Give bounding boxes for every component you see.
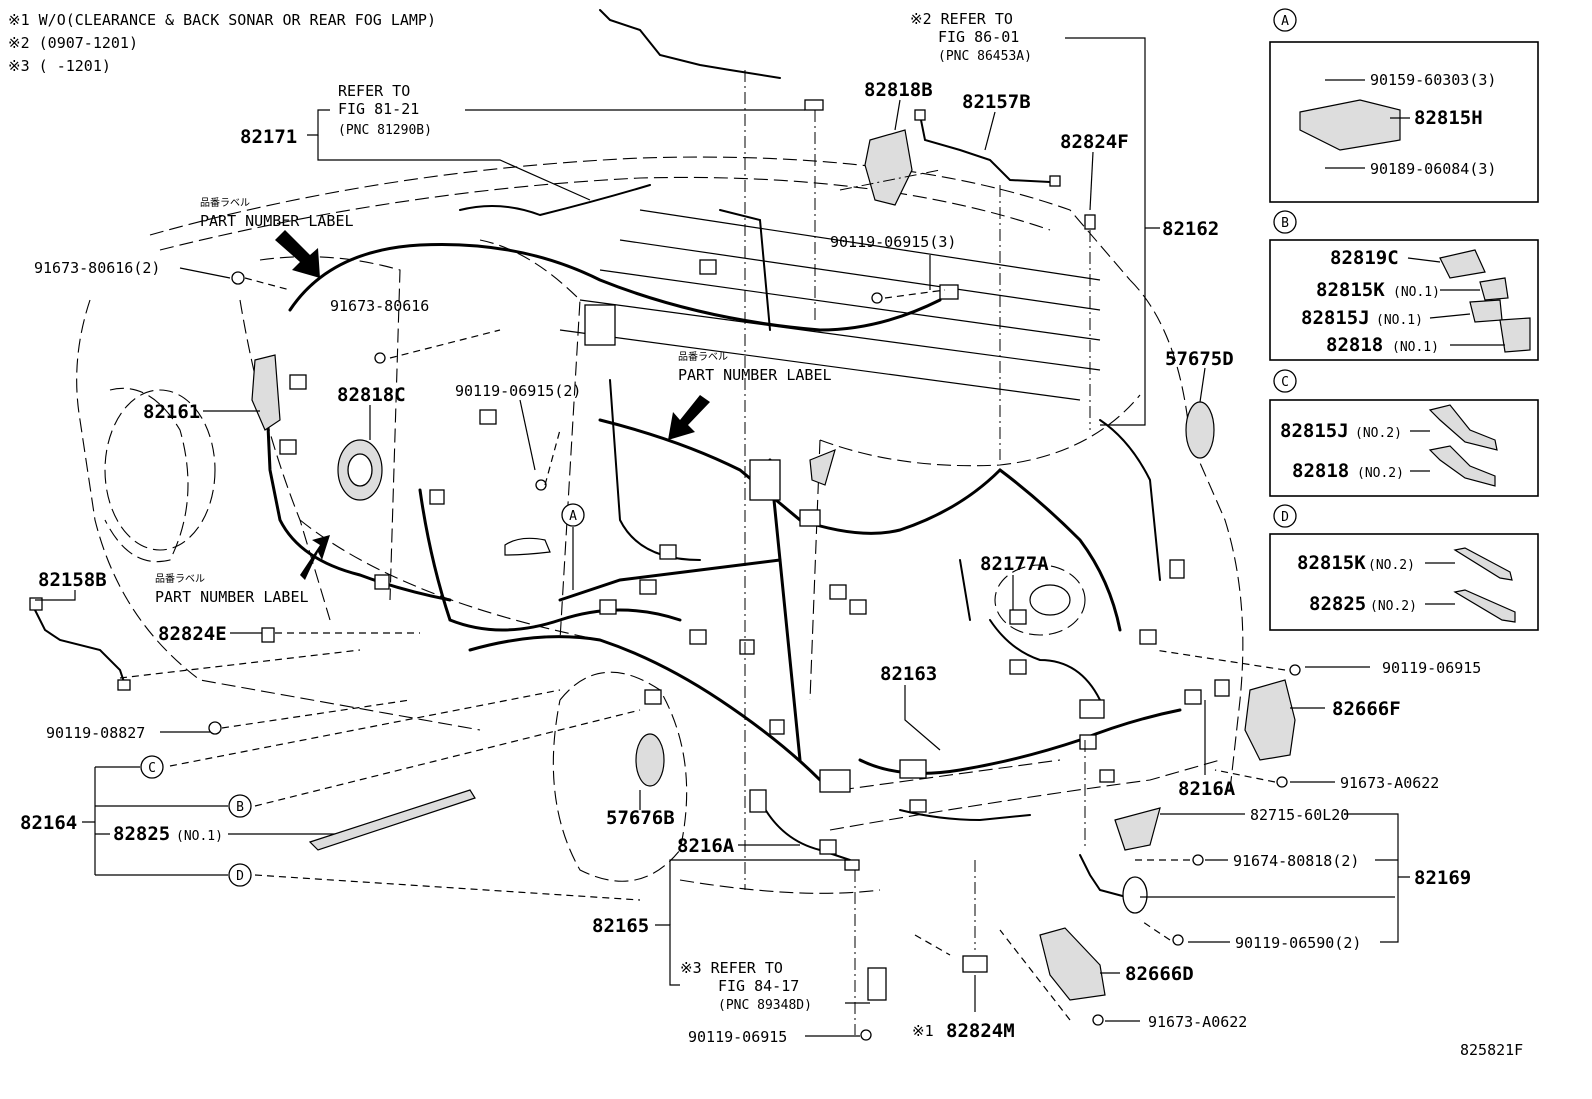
part-82715-60L20: 82715-60L20 xyxy=(1250,806,1349,824)
ref3-line2: FIG 84-17 xyxy=(718,977,799,995)
part-90119-06915-right: 90119-06915 xyxy=(1382,659,1481,677)
part-82161: 82161 xyxy=(143,401,200,423)
ref2-line3: (PNC 86453A) xyxy=(938,49,1032,64)
pnl3-en: PART NUMBER LABEL xyxy=(155,588,309,606)
pnl1-jp: 品番ラベル xyxy=(200,197,250,209)
panel-d-item1: 82815K xyxy=(1297,552,1366,574)
ref1-line2: FIG 81-21 xyxy=(338,100,419,118)
part-91673-A0622-b: 91673-A0622 xyxy=(1148,1013,1247,1031)
part-82818C: 82818C xyxy=(337,384,406,406)
part-82666F: 82666F xyxy=(1332,698,1401,720)
part-57676B: 57676B xyxy=(606,807,675,829)
panel-b-item4: 82818 xyxy=(1326,334,1383,356)
note-3: ※3 ( -1201) xyxy=(8,57,111,75)
panel-d-item1-no: (NO.2) xyxy=(1368,558,1415,573)
callout-a: A xyxy=(569,509,577,524)
part-82825-no: (NO.1) xyxy=(176,829,223,844)
detail-panel-c: C 82815J (NO.2) 82818 (NO.2) xyxy=(1269,369,1539,497)
panel-a-item3: 90189-06084(3) xyxy=(1370,160,1496,178)
panel-b-item1: 82819C xyxy=(1330,247,1399,269)
panel-c-item1-no: (NO.2) xyxy=(1355,426,1402,441)
ref1-line3: (PNC 81290B) xyxy=(338,123,432,138)
panel-a-item2: 82815H xyxy=(1414,107,1483,129)
part-82824M: 82824M xyxy=(946,1020,1015,1042)
part-82171: 82171 xyxy=(240,126,297,148)
pnl1-en: PART NUMBER LABEL xyxy=(200,212,354,230)
part-90119-06915-bottom: 90119-06915 xyxy=(688,1028,787,1046)
panel-b-item2-no: (NO.1) xyxy=(1393,285,1440,300)
callout-d: D xyxy=(236,869,244,884)
pnl3-jp: 品番ラベル xyxy=(155,573,205,585)
ref3-line3: (PNC 89348D) xyxy=(718,998,812,1013)
part-90119-06590-2: 90119-06590(2) xyxy=(1235,934,1361,952)
note-1: ※1 W/O(CLEARANCE & BACK SONAR OR REAR FO… xyxy=(8,11,436,29)
part-82165: 82165 xyxy=(592,915,649,937)
detail-panel-d: D 82815K (NO.2) 82825 (NO.2) xyxy=(1269,504,1539,631)
pnl2-jp: 品番ラベル xyxy=(678,351,728,363)
callout-leaders xyxy=(35,37,1410,1037)
panel-b-item2: 82815K xyxy=(1316,279,1385,301)
part-82818B: 82818B xyxy=(864,79,933,101)
panel-c-item2-no: (NO.2) xyxy=(1357,466,1404,481)
panel-b-item3: 82815J xyxy=(1301,307,1370,329)
part-82824M-mark: ※1 xyxy=(912,1022,934,1040)
part-82825: 82825 xyxy=(113,823,170,845)
part-90119-08827: 90119-08827 xyxy=(46,724,145,742)
header-notes: ※1 W/O(CLEARANCE & BACK SONAR OR REAR FO… xyxy=(8,11,436,75)
arrow-icon xyxy=(275,230,320,278)
panel-b-letter: B xyxy=(1281,216,1289,231)
part-91673-80616: 91673-80616 xyxy=(330,297,429,315)
pnl2-en: PART NUMBER LABEL xyxy=(678,366,832,384)
part-82177A: 82177A xyxy=(980,553,1049,575)
note-2: ※2 (0907-1201) xyxy=(8,34,138,52)
callout-c: C xyxy=(148,761,156,776)
panel-c-letter: C xyxy=(1281,375,1289,390)
ref2-line2: FIG 86-01 xyxy=(938,28,1019,46)
part-8216A-right: 8216A xyxy=(1178,778,1236,800)
part-91673-80616-2: 91673-80616(2) xyxy=(34,259,160,277)
part-82824E: 82824E xyxy=(158,623,227,645)
callout-b: B xyxy=(236,800,244,815)
part-82163: 82163 xyxy=(880,663,937,685)
part-8216A-left: 8216A xyxy=(677,835,735,857)
panel-a-item1: 90159-60303(3) xyxy=(1370,71,1496,89)
part-82169: 82169 xyxy=(1414,867,1471,889)
ref1-line1: REFER TO xyxy=(338,82,410,100)
vehicle-body-outline xyxy=(76,156,1244,894)
detail-panel-a: A 90159-60303(3) 82815H 90189-06084(3) xyxy=(1269,8,1539,203)
part-82164: 82164 xyxy=(20,812,77,834)
reference-notes: REFER TO FIG 81-21 (PNC 81290B) ※2 REFER… xyxy=(338,10,1032,1013)
panel-a-letter: A xyxy=(1281,14,1289,29)
panel-d-letter: D xyxy=(1281,510,1289,525)
ref3-line1: ※3 REFER TO xyxy=(680,959,783,977)
part-91673-A0622-a: 91673-A0622 xyxy=(1340,774,1439,792)
part-82666D: 82666D xyxy=(1125,963,1194,985)
wire-harnesses xyxy=(29,9,1326,1041)
part-82157B: 82157B xyxy=(962,91,1031,113)
panel-c-item2: 82818 xyxy=(1292,460,1349,482)
panel-b-item4-no: (NO.1) xyxy=(1392,340,1439,355)
arrow-icon xyxy=(668,395,710,440)
panel-c-item1: 82815J xyxy=(1280,420,1349,442)
part-82162: 82162 xyxy=(1162,218,1219,240)
part-number-labels: 品番ラベル PART NUMBER LABEL 品番ラベル PART NUMBE… xyxy=(155,197,832,606)
leader-lines xyxy=(119,70,1286,1035)
panel-d-item2: 82825 xyxy=(1309,593,1366,615)
part-82824F: 82824F xyxy=(1060,131,1129,153)
detail-panel-b: B 82819C 82815K (NO.1) 82815J (NO.1) 828… xyxy=(1269,210,1539,361)
arrow-icon xyxy=(300,535,330,580)
callout-circles: A C B D xyxy=(140,503,585,887)
part-91674-80818-2: 91674-80818(2) xyxy=(1233,852,1359,870)
part-82158B: 82158B xyxy=(38,569,107,591)
ref2-line1: ※2 REFER TO xyxy=(910,10,1013,28)
part-90119-06915-2: 90119-06915(2) xyxy=(455,382,581,400)
part-57675D: 57675D xyxy=(1165,348,1234,370)
panel-b-item3-no: (NO.1) xyxy=(1376,313,1423,328)
figure-id: 825821F xyxy=(1460,1041,1523,1059)
part-numbers: 82171 91673-80616(2) 91673-80616 82818C … xyxy=(20,79,1481,1046)
panel-d-item2-no: (NO.2) xyxy=(1370,599,1417,614)
part-90119-06915-3: 90119-06915(3) xyxy=(830,233,956,251)
